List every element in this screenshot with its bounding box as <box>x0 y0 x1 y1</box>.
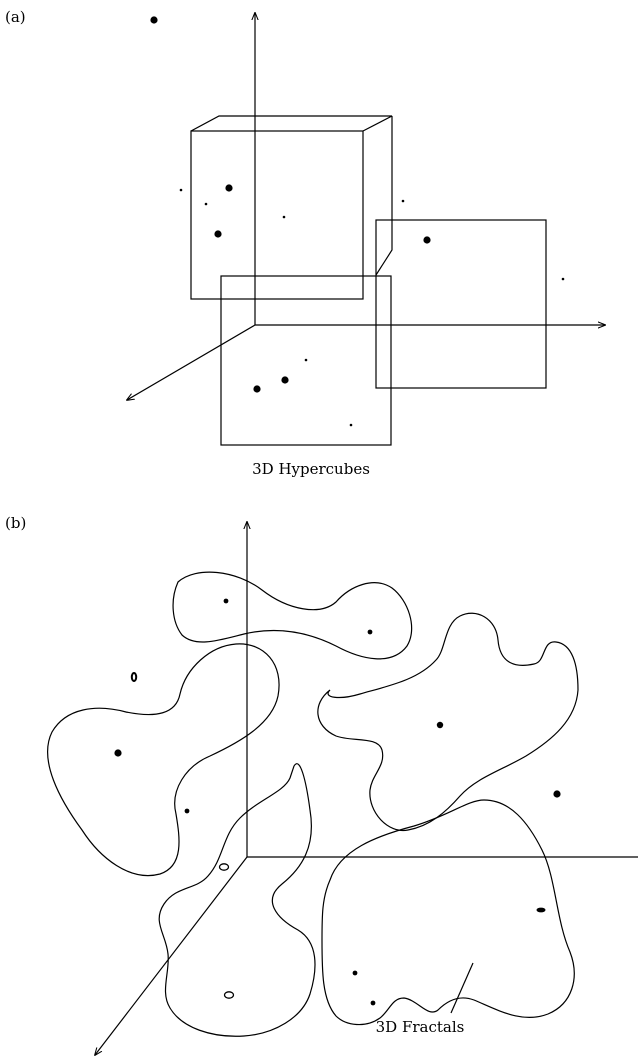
point <box>114 749 122 757</box>
panel-a-label: (a) <box>5 8 26 26</box>
point-small <box>204 202 208 206</box>
point-small <box>349 423 353 427</box>
caption-hypercubes: 3D Hypercubes <box>252 460 370 478</box>
hypercube-back <box>190 115 393 300</box>
hypercube-right <box>375 219 547 389</box>
fractal-right-upper <box>317 612 579 832</box>
point <box>436 721 444 729</box>
point-large <box>281 376 289 384</box>
fractal-top <box>172 571 413 660</box>
point <box>352 970 358 976</box>
fractals <box>47 571 579 1037</box>
panel-b: (b) <box>5 514 638 1055</box>
point-large <box>214 230 222 238</box>
fractal-bottom-right <box>321 799 575 1026</box>
axes-b <box>95 522 638 1055</box>
point <box>553 790 561 798</box>
point <box>184 808 190 814</box>
points-a <box>150 16 565 427</box>
point-small <box>401 199 405 203</box>
point-large <box>150 16 158 24</box>
caption-leader-line <box>450 962 474 1014</box>
axes-a <box>127 13 605 400</box>
point-small <box>561 277 565 281</box>
point-large <box>225 184 233 192</box>
point <box>367 629 373 635</box>
point-open <box>130 672 138 682</box>
point <box>223 598 229 604</box>
point-large <box>423 236 431 244</box>
axis-b-depth <box>95 856 248 1055</box>
panel-b-label: (b) <box>5 514 26 532</box>
point-small <box>304 358 308 362</box>
fractal-bottom-center <box>158 763 316 1037</box>
points-b <box>114 598 561 1006</box>
point-large <box>253 385 261 393</box>
hypercube-front <box>220 275 392 446</box>
axis-a-depth <box>127 324 256 400</box>
panel-a: (a) <box>5 8 605 478</box>
caption-fractals: 3D Fractals <box>376 1018 465 1036</box>
fractal-left <box>47 643 280 877</box>
point-open <box>218 863 230 871</box>
point <box>370 1000 376 1006</box>
point-small <box>179 188 183 192</box>
point-small <box>282 215 286 219</box>
point <box>536 907 546 913</box>
point-open <box>223 991 235 999</box>
